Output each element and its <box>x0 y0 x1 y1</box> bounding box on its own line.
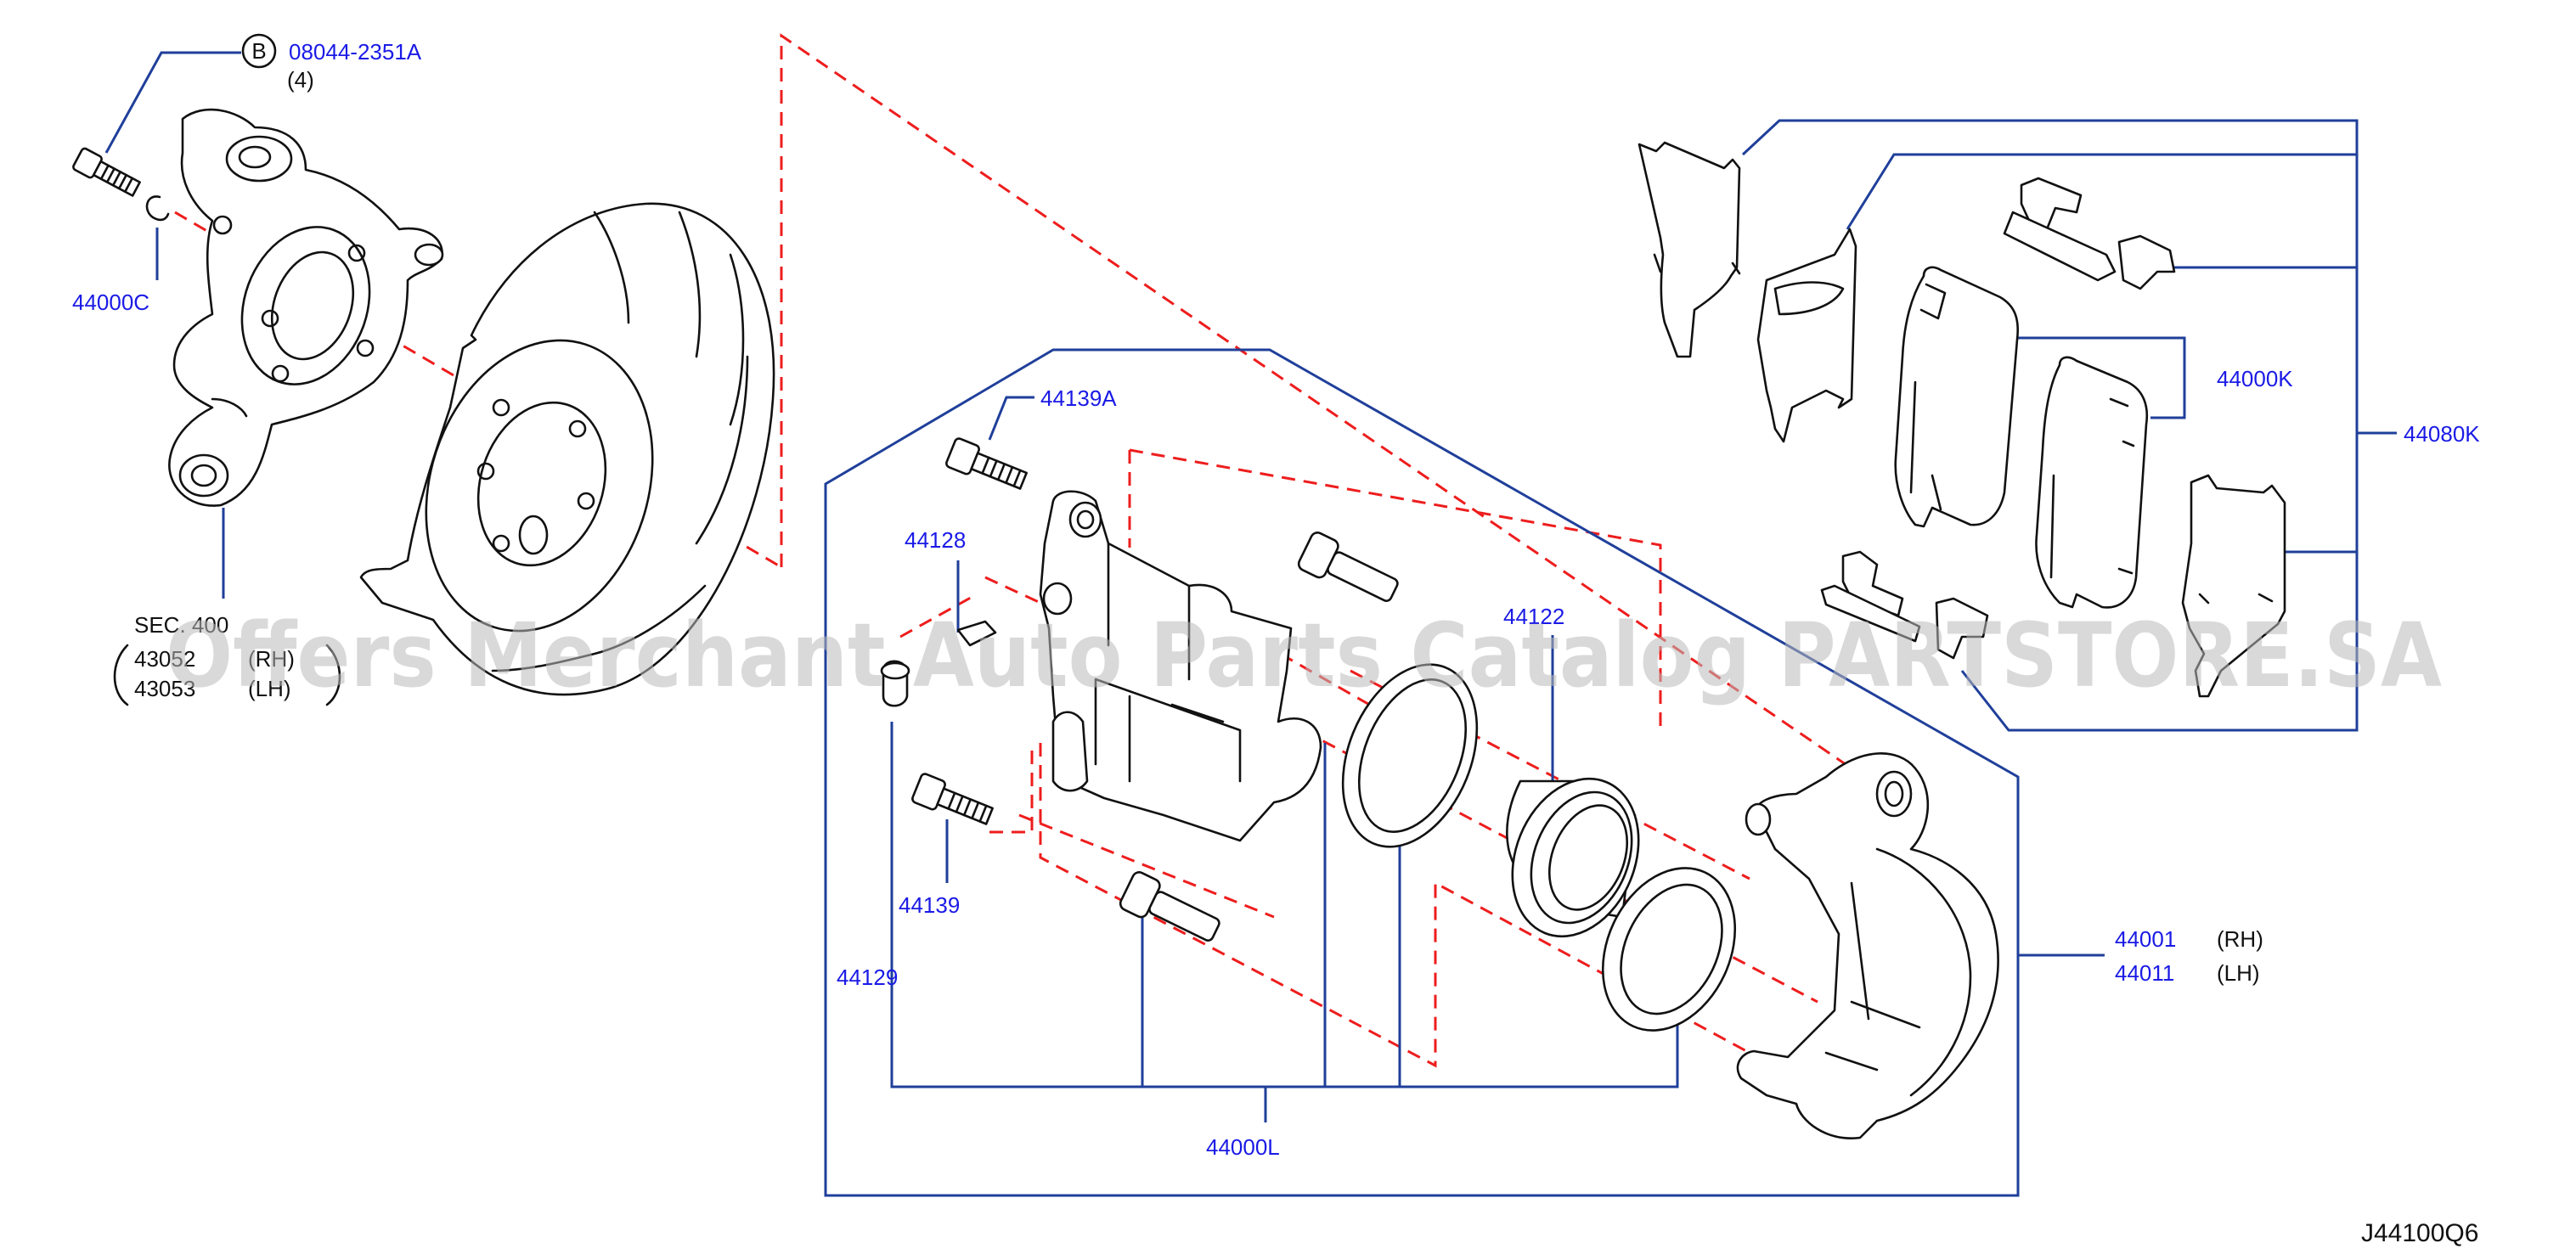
bolt-circle-letter: B <box>251 38 266 64</box>
bolt-circle-marker <box>241 33 277 69</box>
callout-knuckle-lh-number: 43053 <box>134 676 195 701</box>
knuckle-bracket-left <box>113 644 129 706</box>
guide-pin-lower-drawing <box>1119 871 1220 942</box>
callout-44139a: 44139A <box>1040 385 1117 411</box>
callout-knuckle-sec: SEC. 400 <box>134 612 228 638</box>
callout-44122: 44122 <box>1503 604 1564 629</box>
callout-knuckle-rh-number: 43052 <box>134 646 195 672</box>
callout-labels: B 08044-2351A (4) 44000C SEC. 400 43052 … <box>72 33 2480 1160</box>
washer-44000c-drawing <box>145 195 170 222</box>
callout-44000l: 44000L <box>1206 1134 1280 1160</box>
piston-boot-drawing <box>1601 867 1737 1032</box>
watermark-text: Offers Merchant Auto Parts Catalog PARTS… <box>166 604 2442 707</box>
knuckle-bracket-right <box>325 644 341 706</box>
callout-bolt-number: 08044-2351A <box>289 39 422 65</box>
hardware-clip-upper-drawing <box>2003 177 2176 290</box>
hardware-clip-lower-drawing <box>1820 550 1989 660</box>
callout-knuckle-lh-side: (LH) <box>248 676 291 701</box>
bolt-08044-drawing <box>72 147 141 197</box>
callout-44139: 44139 <box>899 892 960 918</box>
callout-44080k: 44080K <box>2404 421 2480 447</box>
piston-44122-drawing <box>1506 777 1640 938</box>
callout-caliper-rh-number: 44001 <box>2115 926 2176 952</box>
callout-caliper-rh-side: (RH) <box>2217 926 2263 952</box>
brake-pad-outer-drawing <box>1894 266 2019 528</box>
callout-44128: 44128 <box>905 527 966 553</box>
callout-44129: 44129 <box>837 965 898 990</box>
dust-shield-drawing <box>359 202 775 696</box>
piston-seal-drawing <box>1341 663 1479 848</box>
callout-knuckle-rh-side: (RH) <box>248 646 295 672</box>
caliper-bracket-drawing <box>1039 490 1322 842</box>
guide-pin-upper-drawing <box>1297 532 1399 602</box>
shim-upper-outer-drawing <box>1637 141 1741 358</box>
knuckle-drawing <box>168 108 444 507</box>
caliper-body-drawing <box>1736 752 1999 1139</box>
callout-bolt-qty: (4) <box>287 67 314 93</box>
bolt-44139-drawing <box>911 773 994 825</box>
callout-washer: 44000C <box>72 290 149 315</box>
bolt-44139a-drawing <box>945 437 1028 490</box>
leader-lines <box>104 51 2397 1197</box>
dust-cap-44128-drawing <box>880 620 997 707</box>
callout-caliper-lh-side: (LH) <box>2217 960 2260 986</box>
shim-upper-inner-drawing <box>1756 228 1857 443</box>
diagram-reference-code: J44100Q6 <box>2361 1219 2478 1247</box>
callout-caliper-lh-number: 44011 <box>2115 960 2174 986</box>
shim-lower-inner-drawing <box>2181 474 2286 698</box>
brake-pad-inner-drawing <box>2035 356 2149 609</box>
callout-44000k: 44000K <box>2217 366 2293 391</box>
